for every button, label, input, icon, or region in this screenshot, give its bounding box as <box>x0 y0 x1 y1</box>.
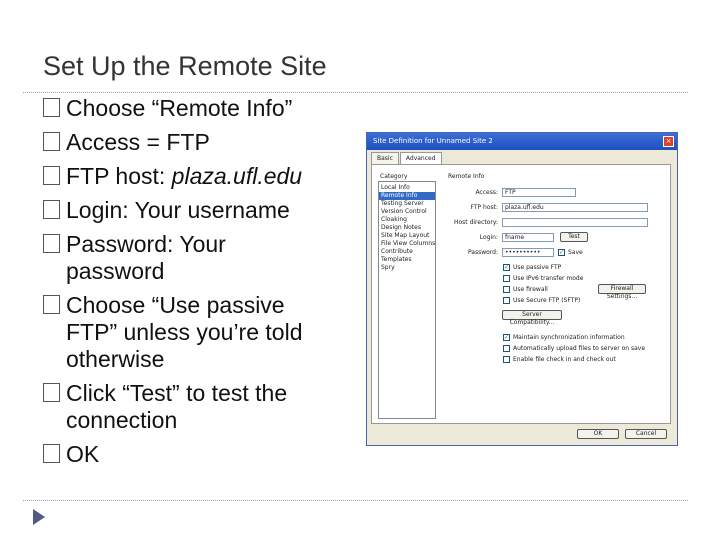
host-dir-label: Host directory: <box>454 218 498 226</box>
host-dir-field[interactable] <box>502 217 648 227</box>
ftp-host-field[interactable]: plaza.ufl.edu <box>502 202 648 212</box>
bullet-line: FTP” unless you’re told <box>66 319 303 345</box>
bullet-item: Login: Your username <box>43 197 343 224</box>
tab-basic[interactable]: Basic <box>371 152 399 164</box>
category-item[interactable]: Site Map Layout <box>381 232 430 239</box>
bullet-line: Choose “Use passive <box>66 292 285 318</box>
bullet-item: FTP host: plaza.ufl.edu <box>43 163 343 190</box>
password-label: Password: <box>467 248 498 256</box>
category-item[interactable]: Version Control <box>381 208 427 215</box>
bullet-line: Click “Test” to test the <box>66 380 288 406</box>
option-label: Use IPv6 transfer mode <box>513 275 584 282</box>
category-item[interactable]: Testing Server <box>381 200 424 207</box>
host-dir-row: Host directory: <box>442 217 648 227</box>
option-label: Maintain synchronization information <box>513 334 625 341</box>
dialog-title-bar: Site Definition for Unnamed Site 2 × <box>367 133 677 150</box>
bullet-line: OK <box>66 441 100 467</box>
option-label: Automatically upload files to server on … <box>513 345 646 352</box>
bullet-item: Access = FTP <box>43 129 343 156</box>
option-label: Use Secure FTP (SFTP) <box>513 297 581 304</box>
password-row: Password: •••••••••• ✓ Save <box>442 247 583 257</box>
category-item[interactable]: Remote Info <box>379 192 435 200</box>
close-icon[interactable]: × <box>663 136 674 147</box>
option-row[interactable]: Automatically upload files to server on … <box>503 344 645 353</box>
firewall-settings-button[interactable]: Firewall Settings... <box>598 284 646 300</box>
category-item[interactable]: Local Info <box>381 184 410 191</box>
bullet-item: Choose “Remote Info” <box>43 95 343 122</box>
category-item[interactable]: Contribute <box>381 248 413 255</box>
save-label: Save <box>568 248 583 256</box>
bullet-box-icon <box>43 98 60 117</box>
password-field[interactable]: •••••••••• <box>502 247 554 257</box>
login-label: Login: <box>479 233 498 241</box>
bullet-line: Password: Your <box>66 231 226 257</box>
option-checkbox[interactable] <box>503 345 510 352</box>
option-label: Use firewall <box>513 286 548 293</box>
option-row[interactable]: Use Secure FTP (SFTP) <box>503 296 580 305</box>
dialog-title: Site Definition for Unnamed Site 2 <box>373 137 493 145</box>
section-title: Remote Info <box>448 173 485 180</box>
dialog-tabs: Basic Advanced <box>371 152 443 164</box>
ftp-host-row: FTP host: plaza.ufl.edu <box>442 202 648 212</box>
login-field[interactable]: fname <box>502 232 554 242</box>
footer-divider <box>23 500 688 501</box>
bullet-box-icon <box>43 166 60 185</box>
save-checkbox[interactable]: ✓ <box>558 248 565 256</box>
option-row[interactable]: Use IPv6 transfer mode <box>503 274 583 283</box>
option-row[interactable]: ✓Maintain synchronization information <box>503 333 625 342</box>
bullet-box-icon <box>43 295 60 314</box>
bullet-line: connection <box>66 407 178 433</box>
category-item[interactable]: File View Columns <box>381 240 435 247</box>
option-row[interactable]: Enable file check in and check out <box>503 355 616 364</box>
bullet-line: FTP host: plaza.ufl.edu <box>66 163 303 189</box>
slide-title: Set Up the Remote Site <box>43 51 327 81</box>
bullet-line: password <box>66 258 165 284</box>
option-label: Use passive FTP <box>513 264 562 271</box>
option-row[interactable]: ✓Use passive FTP <box>503 263 561 272</box>
category-item[interactable]: Cloaking <box>381 216 407 223</box>
server-compat-button[interactable]: Server Compatibility... <box>502 310 562 326</box>
bullet-box-icon <box>43 234 60 253</box>
cancel-button[interactable]: Cancel <box>625 429 667 439</box>
login-row: Login: fname Test <box>442 232 588 242</box>
bullet-line: Choose “Remote Info” <box>66 95 293 121</box>
option-label: Enable file check in and check out <box>513 356 616 363</box>
bullet-list: Choose “Remote Info” Access = FTP FTP host… <box>43 95 343 475</box>
nav-arrow-icon[interactable] <box>33 509 45 525</box>
bullet-box-icon <box>43 200 60 219</box>
option-checkbox[interactable] <box>503 286 510 293</box>
site-definition-dialog: Site Definition for Unnamed Site 2 × Bas… <box>366 132 678 446</box>
option-checkbox[interactable] <box>503 297 510 304</box>
option-checkbox[interactable] <box>503 356 510 363</box>
bullet-box-icon <box>43 383 60 402</box>
category-item[interactable]: Spry <box>381 264 395 271</box>
ok-button[interactable]: OK <box>577 429 619 439</box>
access-select[interactable]: FTP <box>502 187 576 197</box>
category-item[interactable]: Design Notes <box>381 224 421 231</box>
test-button[interactable]: Test <box>560 232 588 242</box>
access-row: Access: FTP <box>442 187 576 197</box>
bullet-line: Access = FTP <box>66 129 210 155</box>
bullet-line: otherwise <box>66 346 165 372</box>
bullet-box-icon <box>43 132 60 151</box>
option-checkbox[interactable] <box>503 275 510 282</box>
access-label: Access: <box>475 188 498 196</box>
title-divider <box>23 92 688 93</box>
bullet-item: OK <box>43 441 343 468</box>
option-checkbox[interactable]: ✓ <box>503 264 510 271</box>
bullet-box-icon <box>43 444 60 463</box>
option-row[interactable]: Use firewall <box>503 285 548 294</box>
category-item[interactable]: Templates <box>381 256 412 263</box>
category-label: Category <box>380 173 408 180</box>
tab-advanced[interactable]: Advanced <box>399 152 442 164</box>
bullet-line: Login: Your username <box>66 197 290 223</box>
ftp-host-label: FTP host: <box>470 203 498 211</box>
option-checkbox[interactable]: ✓ <box>503 334 510 341</box>
